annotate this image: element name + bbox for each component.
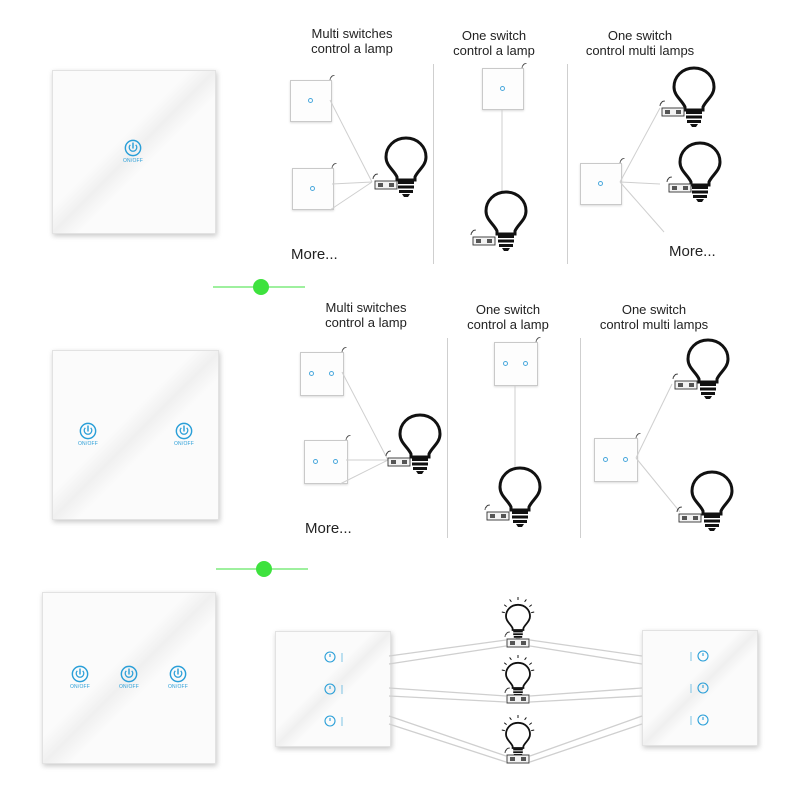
wireless-receiver-icon	[676, 506, 702, 523]
power-button-2gang-right[interactable]: ON/OFF	[164, 422, 204, 447]
onoff-label: ON/OFF	[118, 684, 140, 690]
power-icon	[169, 665, 187, 683]
wireless-receiver-icon	[659, 100, 685, 117]
power-icon	[79, 422, 97, 440]
wireless-receiver-icon	[470, 229, 496, 246]
onoff-label: ON/OFF	[167, 684, 189, 690]
mini-switch	[482, 68, 524, 110]
power-button-1gang[interactable]: ON/OFF	[113, 139, 153, 164]
power-icon	[124, 139, 142, 157]
wireless-receiver-icon	[372, 173, 398, 190]
power-button-3gang-3[interactable]: ON/OFF	[158, 665, 198, 690]
lit-bulb-icon	[501, 714, 535, 760]
more-text: More...	[291, 246, 338, 263]
bulb-icon	[672, 66, 716, 129]
mini-switch-2gang	[304, 440, 348, 484]
bulb-icon	[686, 338, 730, 401]
lit-bulb-icon	[501, 654, 535, 700]
onoff-label: ON/OFF	[77, 441, 99, 447]
separator	[580, 338, 581, 538]
mini-switch-2gang	[494, 342, 538, 386]
three-gang-diagram-switch-right	[642, 630, 758, 746]
three-gang-switch-panel	[42, 592, 216, 764]
power-button-3gang-1[interactable]: ON/OFF	[60, 665, 100, 690]
more-text: More...	[669, 243, 716, 260]
wireless-receiver-icon	[666, 176, 692, 193]
power-button-2gang-left[interactable]: ON/OFF	[68, 422, 108, 447]
connector-green-1	[213, 279, 305, 295]
separator	[567, 64, 568, 264]
connector-green-2	[216, 561, 308, 577]
more-text: More...	[305, 520, 352, 537]
separator	[447, 338, 448, 538]
onoff-label: ON/OFF	[173, 441, 195, 447]
onoff-label: ON/OFF	[69, 684, 91, 690]
separator	[433, 64, 434, 264]
onoff-label: ON/OFF	[122, 158, 144, 164]
power-button-3gang-2[interactable]: ON/OFF	[109, 665, 149, 690]
two-gang-switch-panel	[52, 350, 219, 520]
three-gang-diagram-switch-left	[275, 631, 391, 747]
one-gang-switch-panel	[52, 70, 216, 234]
power-icon	[71, 665, 89, 683]
wireless-receiver-icon	[484, 504, 510, 521]
power-icon	[120, 665, 138, 683]
mini-switch-2gang	[300, 352, 344, 396]
power-icon	[175, 422, 193, 440]
mini-switch-2gang	[594, 438, 638, 482]
mini-switch	[292, 168, 334, 210]
wireless-receiver-icon	[672, 373, 698, 390]
bulb-icon	[678, 141, 722, 204]
mini-switch	[290, 80, 332, 122]
wireless-receiver-icon	[385, 450, 411, 467]
